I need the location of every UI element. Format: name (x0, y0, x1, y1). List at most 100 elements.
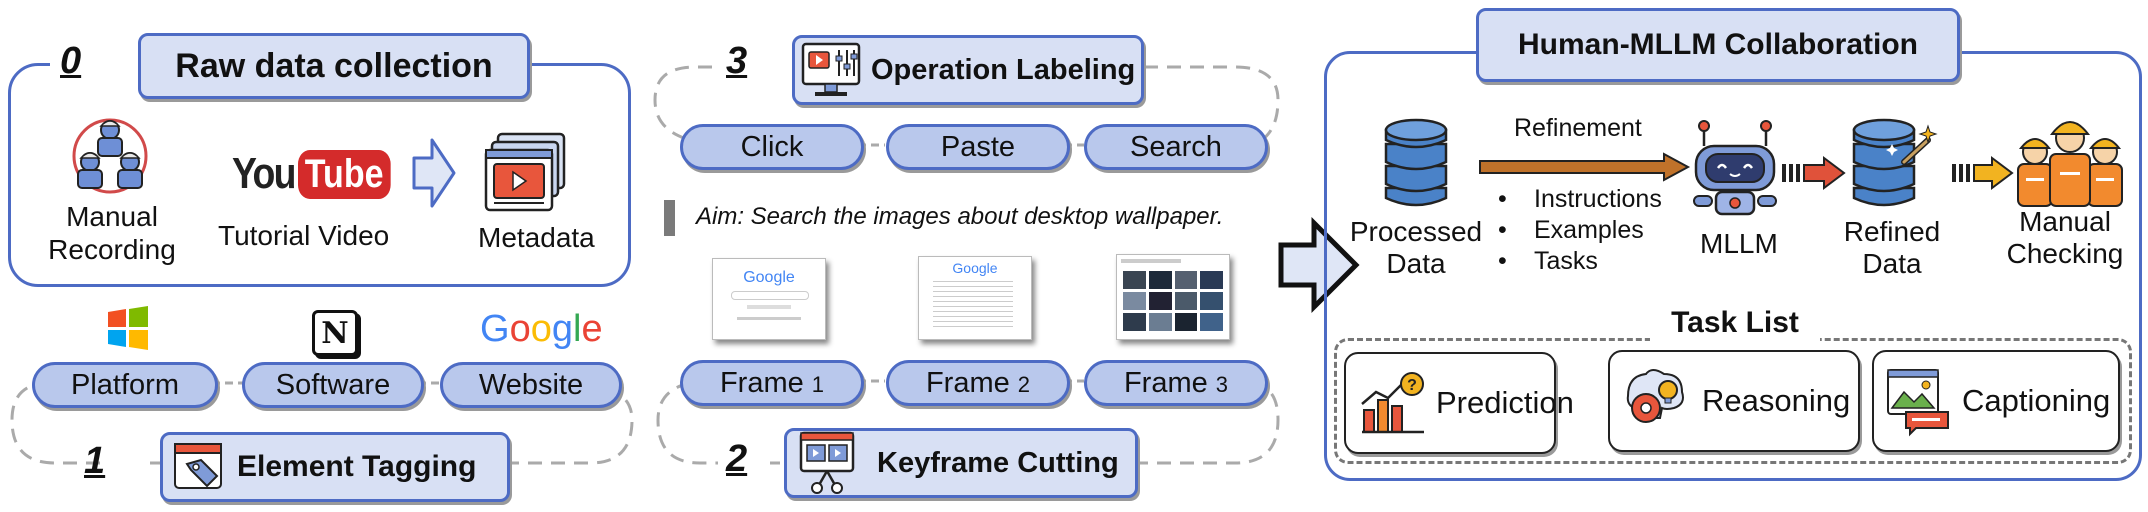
frame-pill-2-num: 2 (1017, 372, 1031, 397)
bullet-tasks: Tasks (1534, 247, 1598, 275)
keyframe-step-number: 2 (726, 438, 748, 480)
frame3-thumbnail (1116, 254, 1230, 340)
frame-pill-1-word: Frame (719, 366, 812, 399)
processed-data-label: Processed Data (1344, 216, 1488, 280)
workers-icon (72, 118, 148, 194)
frame2-results (933, 277, 1013, 329)
bullet-item-2: •Examples (1498, 216, 1644, 244)
bullet-instructions: Instructions (1534, 185, 1662, 213)
task-captioning-label: Captioning (1962, 383, 2111, 418)
operation-labeling-title: Operation Labeling (871, 53, 1136, 86)
raw-collection-title: Raw data collection (138, 33, 530, 99)
monitor-settings-icon (801, 42, 861, 96)
notion-icon: N (312, 310, 358, 356)
inspectors-icon (2017, 121, 2123, 207)
raw-step-number: 0 (60, 40, 82, 82)
processed-data-line2: Data (1386, 248, 1446, 279)
raw-step-gap (50, 56, 142, 70)
mllm-label: MLLM (1700, 228, 1778, 259)
op-pill-search: Search (1084, 124, 1268, 170)
captioning-image-icon (1887, 369, 1949, 437)
op-pill-click: Click (680, 124, 864, 170)
google-letter-4: l (572, 308, 582, 350)
manual-recording-line1: Manual (66, 201, 158, 232)
keyframe-cutting-header: Keyframe Cutting (784, 428, 1138, 498)
svg-text:?: ? (1407, 377, 1417, 394)
task-captioning: Captioning (1872, 350, 2120, 452)
robot-icon (1693, 120, 1777, 216)
film-scissors-icon (799, 431, 855, 494)
reasoning-brain-icon (1626, 369, 1684, 423)
frame1-thumbnail: Google (712, 258, 826, 340)
frame3-image-grid (1123, 271, 1223, 331)
refinement-arrow (1479, 152, 1691, 182)
tagging-step-number: 1 (84, 440, 106, 482)
manual-checking-label: Manual Checking (1990, 206, 2140, 270)
frame-pill-3-num: 3 (1215, 372, 1229, 397)
google-logo: Google (480, 308, 603, 351)
google-letter-2: o (530, 308, 552, 350)
aim-bar (664, 200, 675, 236)
frame2-thumbnail: Google (918, 256, 1032, 340)
frame1-footer (737, 317, 801, 320)
google-letter-5: e (581, 308, 603, 350)
google-letter-1: o (509, 308, 531, 350)
mllm-to-refined-arrow (1782, 156, 1846, 190)
frame-pill-3-word: Frame (1123, 366, 1216, 399)
frame1-buttons (747, 305, 791, 309)
frame-pill-2: Frame 2 (886, 360, 1070, 406)
metadata-label: Metadata (478, 222, 595, 253)
operation-labeling-header: Operation Labeling (792, 35, 1144, 105)
collab-title: Human-MLLM Collaboration (1476, 8, 1960, 82)
task-reasoning-label: Reasoning (1702, 383, 1851, 418)
tag-pill-website: Website (440, 362, 622, 408)
refinement-bullets: •Instructions •Examples •Tasks (1498, 184, 1662, 277)
aim-text: Aim: Search the images about desktop wal… (696, 203, 1224, 230)
element-tagging-title: Element Tagging (237, 450, 477, 483)
frame-pill-1-num: 1 (811, 372, 825, 397)
tag-pill-platform: Platform (32, 362, 218, 408)
bullet-examples: Examples (1534, 216, 1644, 244)
windows-icon (108, 306, 148, 350)
google-letter-0: G (480, 308, 510, 350)
prediction-chart-icon: ? (1361, 372, 1424, 434)
google-letter-3: g (551, 308, 573, 350)
manual-recording-label: Manual Recording (28, 200, 196, 266)
refinement-label: Refinement (1514, 114, 1642, 142)
task-list-title: Task List (1650, 302, 1820, 344)
labeling-step-number: 3 (726, 40, 748, 82)
frame1-searchbox (731, 291, 809, 300)
op-pill-paste: Paste (886, 124, 1070, 170)
frame2-google: Google (952, 260, 998, 276)
youtube-logo: You Tube (232, 144, 406, 204)
manual-checking-line1: Manual (2019, 206, 2111, 237)
youtube-you: You (232, 149, 296, 198)
big-arrow-icon (1278, 216, 1360, 314)
refined-data-line1: Refined (1843, 216, 1941, 247)
frame-pill-2-word: Frame (925, 366, 1018, 399)
refined-database-icon (1852, 118, 1938, 207)
tag-icon (174, 443, 222, 489)
frame-pill-1: Frame 1 (680, 360, 864, 406)
manual-checking-line2: Checking (2006, 238, 2124, 269)
keyframe-cutting-title: Keyframe Cutting (877, 446, 1119, 479)
task-prediction: ? Prediction (1344, 352, 1574, 454)
database-icon (1384, 118, 1448, 207)
raw-arrow-icon (412, 138, 456, 208)
tag-pill-software: Software (242, 362, 424, 408)
element-tagging-header: Element Tagging (160, 432, 510, 502)
frame1-google: Google (743, 269, 795, 286)
video-files-icon (484, 132, 566, 212)
processed-data-line1: Processed (1349, 216, 1483, 247)
frame-pill-3: Frame 3 (1084, 360, 1268, 406)
refined-data-line2: Data (1862, 248, 1922, 279)
task-reasoning: Reasoning (1608, 350, 1860, 452)
refined-to-manual-arrow (1952, 156, 2014, 190)
refined-data-label: Refined Data (1822, 216, 1962, 280)
task-prediction-label: Prediction (1436, 385, 1574, 420)
notion-letter: N (321, 315, 349, 351)
tutorial-video-label: Tutorial Video (218, 220, 390, 251)
bullet-item-3: •Tasks (1498, 247, 1598, 275)
frame3-topbar (1121, 259, 1181, 263)
youtube-tube: Tube (297, 149, 391, 199)
